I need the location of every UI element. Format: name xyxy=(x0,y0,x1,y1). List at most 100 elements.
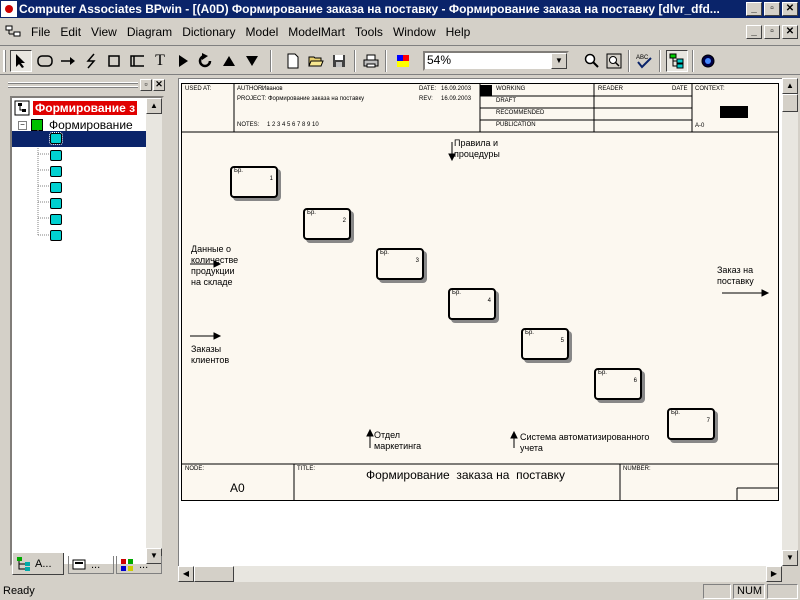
tab-activities[interactable]: A... xyxy=(12,553,64,575)
zoom-fit-icon[interactable] xyxy=(603,50,625,72)
go-child-icon[interactable] xyxy=(172,50,194,72)
collapse-icon[interactable]: − xyxy=(18,120,27,130)
modelmart-icon[interactable] xyxy=(697,50,719,72)
activity-box-4[interactable]: Бр.4 xyxy=(448,288,496,320)
panel-close-button[interactable]: ✕ xyxy=(153,79,165,91)
date-value: 16.09.2003 xyxy=(441,86,472,92)
activity-box-tool-icon[interactable] xyxy=(34,50,56,72)
go-up-icon[interactable] xyxy=(218,50,240,72)
go-down-icon[interactable] xyxy=(241,50,263,72)
menu-help[interactable]: Help xyxy=(445,24,471,39)
status-draft: DRAFT xyxy=(496,98,516,104)
context-node: A-0 xyxy=(695,123,705,129)
activity-box-5[interactable]: Бр.5 xyxy=(521,328,569,360)
diagram-canvas[interactable]: USED AT: AUTHOR: Иванов PROJECT: Формиро… xyxy=(178,78,782,566)
tree-leaf-5[interactable] xyxy=(50,195,62,211)
activity-icon xyxy=(49,132,63,145)
text-tool-icon[interactable]: T xyxy=(155,52,165,69)
activity-icon xyxy=(50,213,62,225)
datastore-tool-icon[interactable] xyxy=(126,50,148,72)
diagrams-icon xyxy=(72,559,86,569)
scroll-left-icon[interactable]: ◀ xyxy=(178,566,194,582)
project-label: PROJECT: xyxy=(237,96,267,102)
svg-text:ABC: ABC xyxy=(636,55,649,61)
zoom-select[interactable]: 54% ▼ xyxy=(423,51,569,71)
activity-box-3[interactable]: Бр.3 xyxy=(376,248,424,280)
activity-box-1[interactable]: Бр.1 xyxy=(230,166,278,198)
app-icon[interactable] xyxy=(1,1,17,17)
open-folder-icon[interactable] xyxy=(305,50,327,72)
minimize-button[interactable]: _ xyxy=(746,2,762,16)
model-tree: Формирование з − Формирование xyxy=(10,96,164,566)
doc-close-button[interactable]: ✕ xyxy=(782,25,798,39)
tree-child-label: Формирование xyxy=(49,118,133,132)
color-palette-icon[interactable] xyxy=(392,50,414,72)
menu-view[interactable]: View xyxy=(91,24,117,39)
activity-box-7[interactable]: Бр.7 xyxy=(667,408,715,440)
squiggle-tool-icon[interactable] xyxy=(80,50,102,72)
menu-model[interactable]: Model xyxy=(245,24,279,39)
square-tool-icon[interactable] xyxy=(103,50,125,72)
num-lock-indicator: NUM xyxy=(733,584,765,599)
tree-leaf-4[interactable] xyxy=(50,179,62,195)
print-icon[interactable] xyxy=(360,50,382,72)
tab-objects[interactable]: ... xyxy=(116,556,162,574)
objects-icon xyxy=(121,558,133,571)
activity-box-2[interactable]: Бр.2 xyxy=(303,208,351,240)
chevron-down-icon[interactable]: ▼ xyxy=(551,53,567,69)
tree-item-a0[interactable]: − Формирование xyxy=(18,117,133,133)
tree-leaf-3[interactable] xyxy=(50,163,62,179)
tree-leaf-1[interactable] xyxy=(12,131,162,147)
model-explorer-icon[interactable] xyxy=(666,50,688,72)
new-file-icon[interactable] xyxy=(282,50,304,72)
scroll-down-icon[interactable]: ▼ xyxy=(782,550,798,566)
box-1-label: Бр. xyxy=(234,168,243,174)
box-6-label: Бр. xyxy=(598,370,607,376)
menu-diagram[interactable]: Diagram xyxy=(126,24,173,39)
menu-edit[interactable]: Edit xyxy=(60,24,82,39)
tree-leaf-7[interactable] xyxy=(50,227,62,243)
menu-file[interactable]: File xyxy=(31,24,51,39)
output-label[interactable]: Заказ на поставку xyxy=(717,265,754,286)
status-bar: Ready NUM xyxy=(0,583,800,600)
close-button[interactable]: ✕ xyxy=(782,2,798,16)
scroll-up-icon[interactable]: ▲ xyxy=(146,98,162,114)
tree-leaf-2[interactable] xyxy=(50,147,62,163)
mechanism-label-system[interactable]: Система автоматизированного учета xyxy=(520,432,650,453)
control-label[interactable]: Правила и процедуры xyxy=(454,138,500,159)
arrow-tool-icon[interactable] xyxy=(57,50,79,72)
tab-diagrams[interactable]: ... xyxy=(68,556,114,574)
hscroll-thumb[interactable] xyxy=(194,566,234,582)
menu-modelmart[interactable]: ModelMart xyxy=(288,24,345,39)
canvas-hscrollbar[interactable]: ◀ ▶ xyxy=(178,566,782,582)
input-label-stock[interactable]: Данные о количестве продукции на складе xyxy=(191,244,239,287)
activity-box-6[interactable]: Бр.6 xyxy=(594,368,642,400)
tree-view-icon xyxy=(17,556,30,571)
scroll-right-icon[interactable]: ▶ xyxy=(766,566,782,582)
mechanism-label-marketing[interactable]: Отдел маркетинга xyxy=(374,430,422,451)
tree-vscrollbar[interactable]: ▲ ▼ xyxy=(146,98,162,564)
pointer-tool-icon[interactable] xyxy=(10,50,32,72)
scroll-up-icon[interactable]: ▲ xyxy=(782,78,798,94)
spellcheck-icon[interactable]: ABC xyxy=(633,50,655,72)
doc-minimize-button[interactable]: _ xyxy=(746,25,762,39)
menu-tools[interactable]: Tools xyxy=(354,24,383,39)
scroll-thumb[interactable] xyxy=(782,94,798,112)
zoom-in-icon[interactable] xyxy=(581,50,603,72)
canvas-vscrollbar[interactable]: ▲ ▼ xyxy=(782,78,798,566)
tree-leaf-6[interactable] xyxy=(50,211,62,227)
menu-dictionary[interactable]: Dictionary xyxy=(182,24,236,39)
tree-lines xyxy=(37,130,50,236)
save-icon[interactable] xyxy=(328,50,350,72)
status-publication: PUBLICATION xyxy=(496,122,536,128)
go-back-icon[interactable] xyxy=(195,50,217,72)
node-value: A0 xyxy=(230,481,245,495)
document-icon[interactable] xyxy=(4,22,24,42)
input-label-orders[interactable]: Заказы клиентов xyxy=(191,344,230,365)
maximize-button[interactable]: ▫ xyxy=(764,2,780,16)
box-5-label: Бр. xyxy=(525,330,534,336)
menu-window[interactable]: Window xyxy=(392,24,436,39)
tree-root[interactable]: Формирование з xyxy=(14,100,138,116)
doc-maximize-button[interactable]: ▫ xyxy=(764,25,780,39)
panel-restore-button[interactable]: ▫ xyxy=(140,79,152,91)
